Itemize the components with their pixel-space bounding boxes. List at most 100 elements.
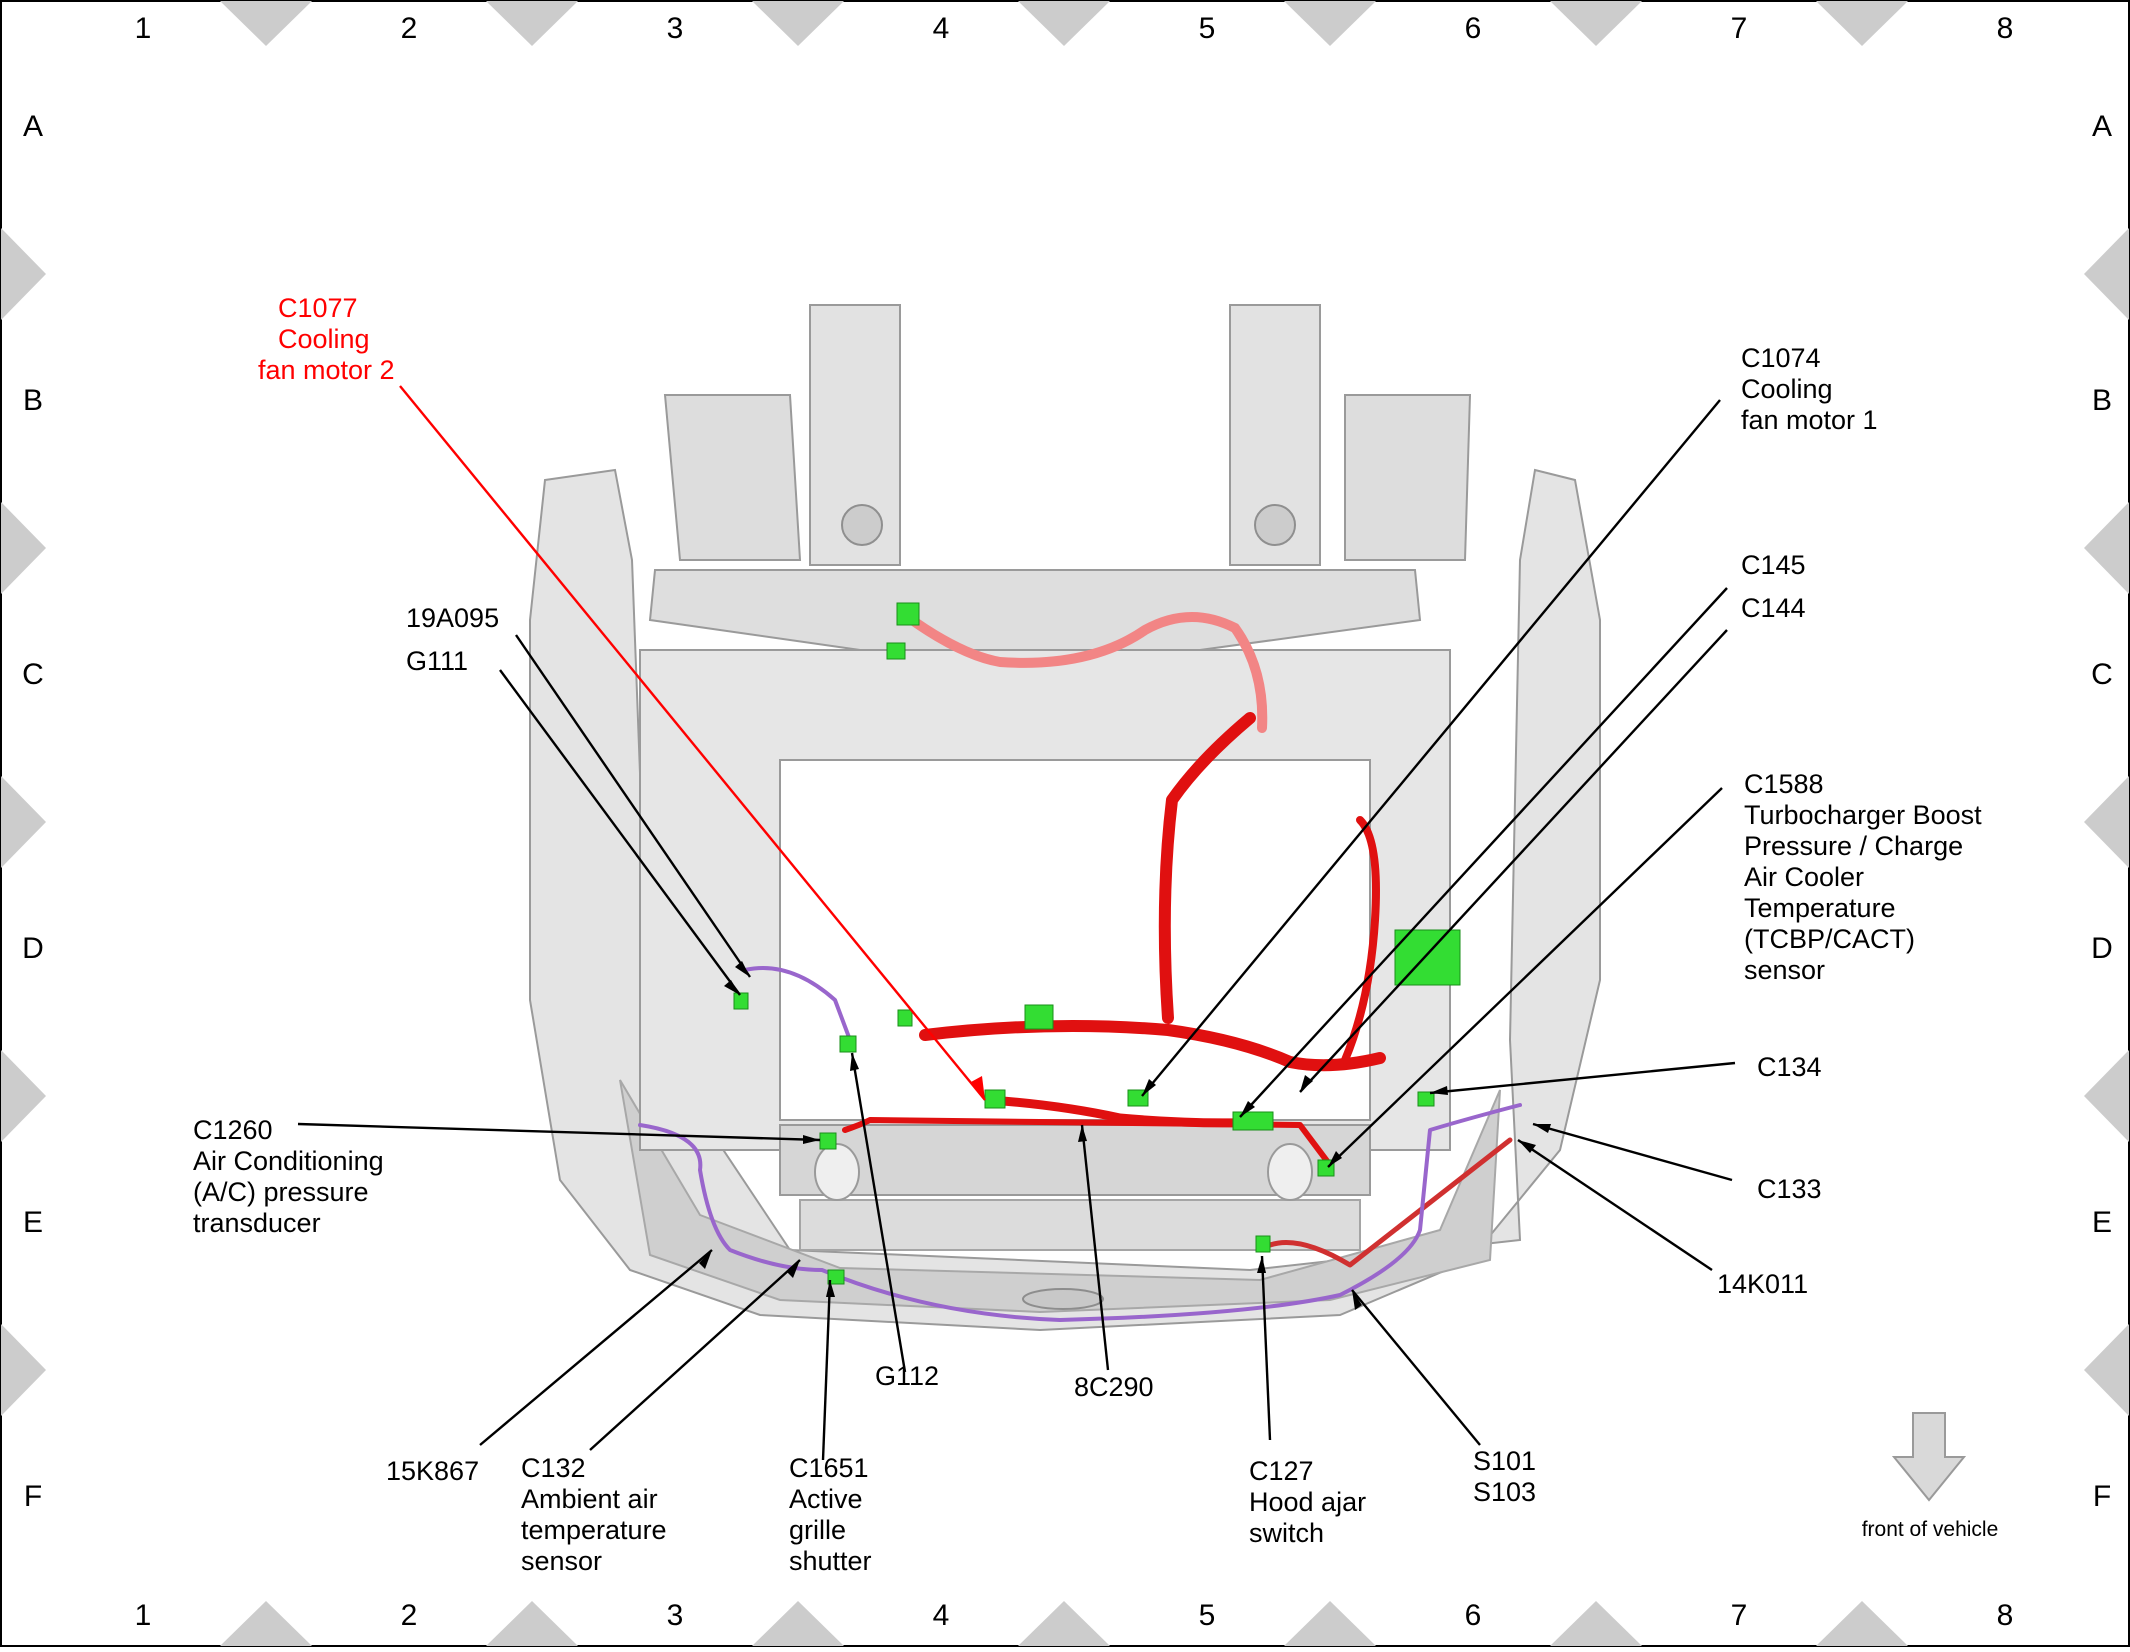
zone-diamond: [220, 1601, 312, 1646]
arrowhead: [1430, 1086, 1448, 1095]
column-label: 6: [1465, 12, 1482, 45]
row-label: D: [2091, 932, 2113, 965]
bumper-inner: [619, 1079, 1501, 1314]
column-labels-top: 1 2 3 4 5 6 7 8: [135, 12, 2014, 45]
callout-g112: G112: [875, 1361, 939, 1391]
connector-upper-b: [886, 642, 906, 660]
arrowhead: [1078, 1125, 1087, 1142]
connector-mid-b: [897, 1009, 913, 1027]
upper-harness-branch: [900, 610, 1268, 733]
row-label: F: [24, 1480, 42, 1513]
connector-c1651: [827, 1269, 845, 1285]
leader-lines: [297, 385, 1736, 1461]
zone-diamond: [1284, 1, 1376, 46]
connectors: [733, 602, 1461, 1285]
vehicle-front-illustration: [529, 304, 1601, 1332]
bumper-shell: [529, 468, 1601, 1332]
right-strut-tower: [1344, 394, 1472, 561]
arrowhead: [1300, 1075, 1313, 1092]
harness-lower-run: [842, 1117, 1333, 1168]
wiring-harness: [638, 610, 1522, 1322]
column-label: 4: [933, 1599, 950, 1632]
zone-diamond: [752, 1601, 844, 1646]
arrowhead: [1352, 1290, 1362, 1310]
column-label: 1: [135, 1599, 152, 1632]
callout-c134: C134: [1757, 1052, 1822, 1082]
connector-c127: [1255, 1235, 1271, 1253]
column-label: 6: [1465, 1599, 1482, 1632]
connector-c1077: [984, 1089, 1006, 1109]
callout-c127: C127 Hood ajar switch: [1249, 1456, 1374, 1548]
zone-diamond: [1816, 1601, 1908, 1646]
zone-diamond: [1284, 1601, 1376, 1646]
zone-diamond: [1018, 1, 1110, 46]
zone-diamond: [1018, 1601, 1110, 1646]
column-label: 3: [667, 1599, 684, 1632]
column-label: 3: [667, 12, 684, 45]
row-label: A: [23, 110, 43, 143]
purple-harness-left: [638, 966, 1522, 1322]
leader-c1260: [297, 1122, 821, 1142]
radiator-support: [639, 649, 1451, 1151]
leader-c145: [1239, 587, 1728, 1118]
callout-8c290: 8C290: [1074, 1372, 1154, 1402]
column-label: 7: [1731, 1599, 1748, 1632]
zone-diamond: [1550, 1, 1642, 46]
right-fog-opening: [1267, 1143, 1313, 1201]
column-label: 4: [933, 12, 950, 45]
row-label: B: [2092, 384, 2112, 417]
callout-c144: C144: [1741, 593, 1806, 623]
left-fog-opening: [814, 1143, 860, 1201]
leader-s101: [1351, 1289, 1481, 1446]
leader-19a095: [515, 634, 751, 978]
arrowhead: [826, 1280, 835, 1297]
harness-right-lower: [1267, 1137, 1513, 1268]
zone-diamond: [486, 1, 578, 46]
callout-c1260: C1260 Air Conditioning (A/C) pressure tr…: [193, 1115, 391, 1238]
zone-diamond: [1, 776, 46, 868]
arrowhead: [735, 961, 750, 977]
leader-15k867: [479, 1249, 713, 1446]
arrowhead: [803, 1135, 820, 1144]
emblem: [1022, 1288, 1104, 1310]
callout-g111: G111: [406, 646, 468, 676]
arrowhead: [1240, 1101, 1255, 1117]
front-arrow-icon: [1891, 1412, 1967, 1502]
connector-g112: [839, 1035, 857, 1053]
zone-diamond: [2084, 1050, 2129, 1142]
connector-c145-c144: [1232, 1111, 1274, 1131]
front-of-vehicle-label: front of vehicle: [1862, 1518, 1999, 1541]
row-labels-left: A B C D E F: [22, 110, 44, 1513]
row-label: B: [23, 384, 43, 417]
arrowhead: [1328, 1151, 1342, 1167]
column-label: 2: [401, 1599, 418, 1632]
connector-upper: [896, 602, 920, 626]
right-mount: [1254, 504, 1296, 546]
leader-c132: [589, 1259, 801, 1451]
zone-diamond: [1816, 1, 1908, 46]
leader-8c290: [1080, 1124, 1110, 1371]
callout-19a095: 19A095: [406, 603, 499, 633]
harness-fan-loop: [985, 1095, 1265, 1128]
arrowhead: [699, 1250, 712, 1269]
leader-c1074: [1141, 399, 1721, 1097]
zone-diamond: [2084, 776, 2129, 868]
row-label: E: [23, 1206, 43, 1239]
callout-c132: C132 Ambient air temperature sensor: [521, 1453, 674, 1576]
column-labels-bottom: 1 2 3 4 5 6 7 8: [135, 1599, 2014, 1632]
column-label: 5: [1199, 1599, 1216, 1632]
zone-diamond: [1, 1324, 46, 1416]
leader-c1651: [821, 1279, 832, 1461]
connector-mid: [1024, 1004, 1054, 1030]
leader-g112: [850, 1052, 907, 1373]
callout-s101-s103: S101 S103: [1473, 1446, 1544, 1507]
arrowhead: [1518, 1140, 1536, 1153]
zone-diamond: [1, 228, 46, 320]
zone-diamond: [2084, 228, 2129, 320]
connector-c1260: [819, 1132, 837, 1150]
row-label: F: [2093, 1480, 2111, 1513]
leader-g111: [499, 669, 741, 996]
arrowhead: [850, 1053, 859, 1071]
